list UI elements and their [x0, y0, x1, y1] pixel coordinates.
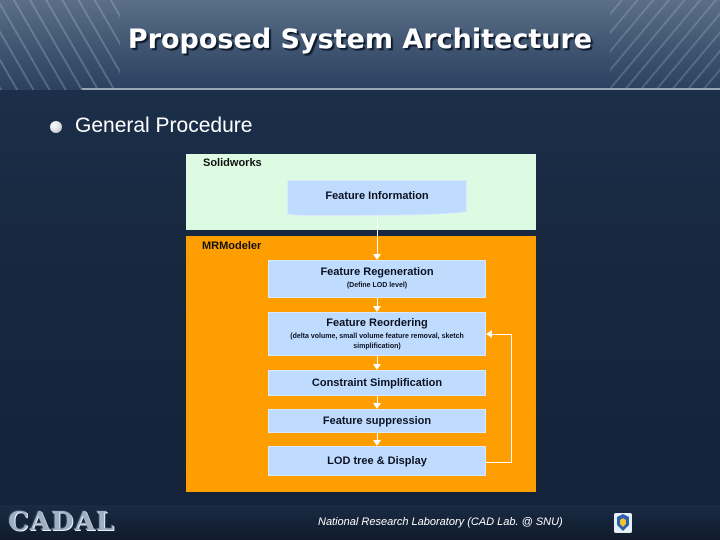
node-feature-reordering-note: (delta volume, small volume feature remo…: [290, 333, 464, 350]
node-constraint-simplification: Constraint Simplification: [268, 370, 486, 396]
arrow-down-icon: [373, 403, 381, 409]
node-feature-reordering-label: Feature Reordering: [326, 317, 428, 329]
bullet-icon: [50, 121, 62, 133]
feedback-line-vertical: [511, 334, 512, 463]
mrmodeler-label: MRModeler: [202, 240, 262, 252]
bullet-text: General Procedure: [75, 114, 253, 137]
arrow-down-icon: [373, 440, 381, 446]
connector-info-to-regeneration: [377, 216, 378, 254]
node-feature-information: Feature Information: [287, 180, 467, 216]
header-decoration-right: [610, 0, 720, 90]
feedback-line-bottom: [486, 462, 512, 463]
node-lod-tree-display: LOD tree & Display: [268, 446, 486, 476]
node-feature-suppression: Feature suppression: [268, 409, 486, 433]
footer-bar: [0, 505, 720, 540]
node-lod-tree-display-label: LOD tree & Display: [327, 455, 427, 467]
arrow-down-icon: [373, 306, 381, 312]
snu-emblem-icon: [614, 513, 632, 533]
arrow-down-icon: [373, 254, 381, 260]
solidworks-label: Solidworks: [203, 157, 262, 169]
node-feature-regeneration-label: Feature Regeneration: [320, 266, 434, 278]
cadal-logo: CADAL: [8, 507, 115, 537]
connector-regeneration-to-reordering: [377, 298, 378, 306]
connector-reordering-to-constraint: [377, 356, 378, 364]
node-feature-regeneration: Feature Regeneration (Define LOD level): [268, 260, 486, 298]
header-banner: Proposed System Architecture: [0, 0, 720, 90]
arrow-left-icon: [486, 330, 492, 338]
header-divider: [82, 88, 720, 90]
node-feature-reordering: Feature Reordering (delta volume, small …: [268, 312, 486, 356]
connector-constraint-to-suppression: [377, 396, 378, 404]
connector-suppression-to-lod: [377, 433, 378, 440]
feedback-line-top: [492, 334, 512, 335]
node-feature-regeneration-note: (Define LOD level): [346, 282, 408, 289]
node-constraint-simplification-label: Constraint Simplification: [311, 377, 443, 389]
arrow-down-icon: [373, 364, 381, 370]
node-feature-information-label: Feature Information: [325, 190, 429, 202]
slide-title: Proposed System Architecture: [127, 24, 593, 55]
node-feature-suppression-label: Feature suppression: [322, 415, 432, 427]
header-decoration-left: [0, 0, 120, 90]
footer-lab-text: National Research Laboratory (CAD Lab. @…: [318, 516, 563, 528]
